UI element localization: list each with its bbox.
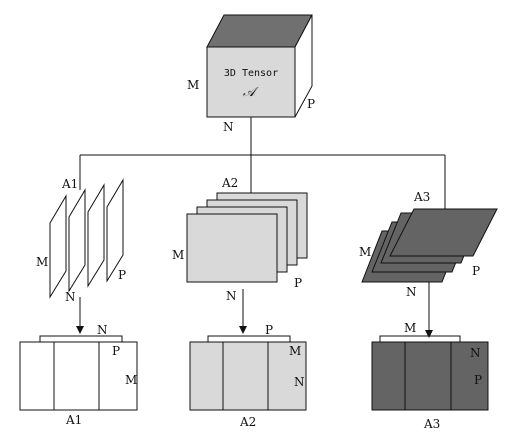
mode1-dim-m: M [36,255,48,269]
tensor-symbol: 𝒜 [243,85,259,100]
matrix-a2-dim-m: M [289,344,301,358]
mode1-dim-p: P [118,268,126,282]
tensor-title: 3D Tensor [224,68,278,79]
mode2-dim-n: N [226,289,237,303]
matrix-a2: P M N A2 [189,323,307,429]
tensor-dim-m: M [187,78,199,92]
matrix-a1-brace [39,335,123,342]
matrix-a2-label: A2 [239,415,256,429]
mode2-dim-m: M [172,248,184,262]
matrix-a1-dim-n: N [97,323,108,337]
matrix-a3-dim-p: P [474,373,482,387]
mode1-slices: A1 M P N [36,177,126,304]
matrix-a1: N P M A1 [19,323,138,427]
matrix-a3: M N P A3 [371,321,489,431]
mode2-dim-p: P [294,276,302,290]
matrix-a3-dim-n: N [470,346,481,360]
tensor-cube: 3D Tensor 𝒜 M P N [187,14,315,134]
mode1-slice [49,194,67,299]
mode2-slices: A2 M P N [172,176,308,303]
mode3-dim-m: M [359,245,371,259]
mode2-slice [186,213,278,283]
cube-top-face [206,14,313,48]
cube-front-face [206,46,296,118]
mode3-label: A3 [413,190,430,204]
mode1-label: A1 [61,177,78,191]
matrix-a2-brace [207,335,291,342]
mode1-dim-n: N [65,290,76,304]
matrix-a1-block [19,341,138,411]
mode1-slice [68,188,86,293]
mode3-slices: A3 M P N [359,190,498,299]
mode2-label: A2 [221,176,238,190]
matrix-a2-block [189,341,307,411]
tensor-dim-n: N [223,120,234,134]
connector-tree [79,117,446,209]
mode1-slice [87,183,105,288]
matrix-a3-label: A3 [423,417,440,431]
mode3-slice [389,208,498,257]
matrix-a3-block [371,341,489,411]
matrix-a3-dim-m: M [404,321,416,335]
matrix-a2-dim-n: N [294,375,305,389]
matrix-a1-dim-m: M [125,373,137,387]
matrix-a1-label: A1 [65,413,82,427]
mode1-slice [106,178,124,283]
matrix-a2-dim-p: P [265,323,273,337]
tensor-dim-p: P [307,97,315,111]
matrix-a3-brace [379,335,461,342]
matrix-a1-dim-p: P [112,344,120,358]
mode3-dim-p: P [472,264,480,278]
mode3-dim-n: N [406,285,417,299]
